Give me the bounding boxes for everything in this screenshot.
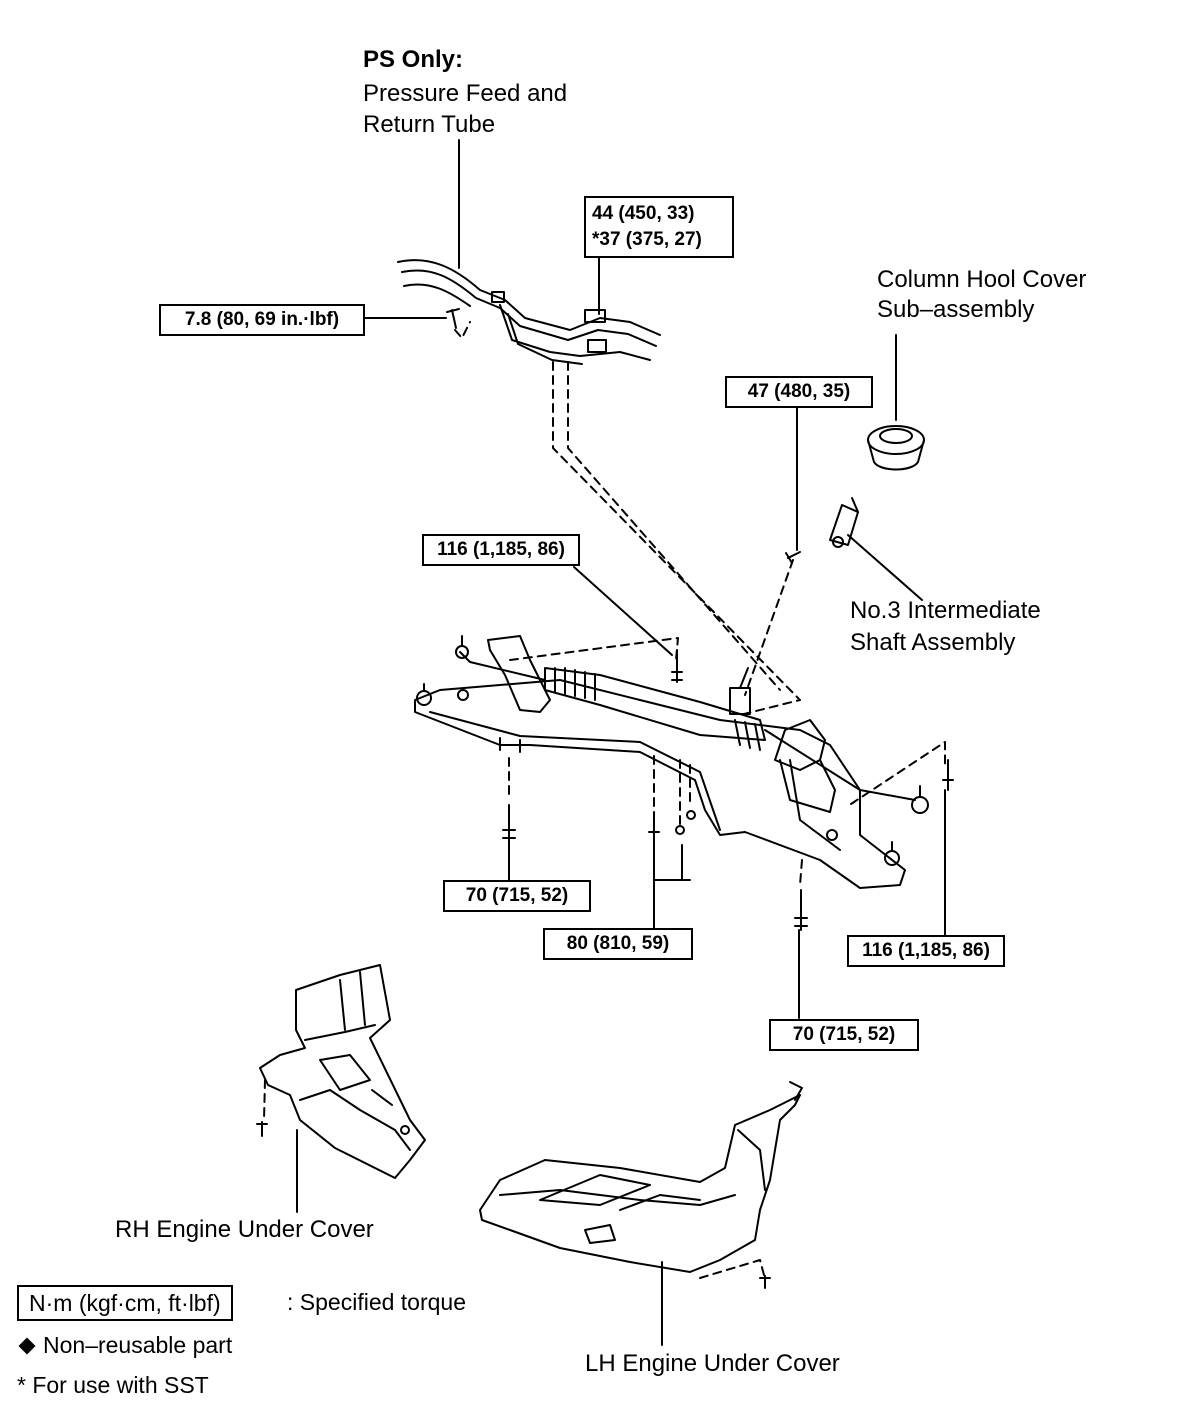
lh-under-cover-label: LH Engine Under Cover (585, 1350, 840, 1377)
torque-box-tie-rod-left: 116 (1,185, 86) (422, 534, 580, 566)
shaft-bolt-icon (785, 551, 801, 564)
crossmember-bolts (502, 649, 954, 931)
legend-unit-box: N·m (kgf·cm, ft·lbf) (17, 1285, 233, 1321)
column-cover-label-line2: Sub–assembly (877, 296, 1035, 323)
column-cover-label-line1: Column Hool Cover (877, 266, 1087, 293)
lh-under-cover-part (479, 1081, 803, 1273)
legend-unit-desc: : Specified torque (287, 1289, 467, 1315)
torque-box-member-front-right: 70 (715, 52) (769, 1019, 919, 1051)
steering-rack-part (459, 651, 916, 801)
alignment-dashes (263, 321, 946, 1279)
union-bolt-icon (446, 308, 460, 329)
torque-box-member-rear: 80 (810, 59) (543, 928, 693, 960)
torque-box-union-bolt: 7.8 (80, 69 in.·lbf) (159, 304, 365, 336)
torque-value-b: *37 (375, 27) (592, 229, 702, 250)
column-cover-part (867, 425, 925, 471)
intermediate-shaft-label-line2: Shaft Assembly (850, 629, 1016, 656)
legend-sst-note: * For use with SST (17, 1372, 209, 1398)
rh-cover-bolt-icon (256, 1121, 268, 1137)
torque-box-pressure-tube: 44 (450, 33) *37 (375, 27) (584, 196, 734, 258)
legend-non-reusable: Non–reusable part (17, 1330, 232, 1360)
pressure-tube-label-line1: Pressure Feed and (363, 80, 568, 107)
torque-box-intermediate-bolt: 47 (480, 35) (725, 376, 873, 408)
intermediate-shaft-label-line1: No.3 Intermediate (850, 597, 1041, 624)
diamond-icon (18, 1337, 36, 1355)
torque-box-tie-rod-right: 116 (1,185, 86) (847, 935, 1005, 967)
pressure-tube-label-line2: Return Tube (363, 111, 496, 138)
legend-non-reusable-text: Non–reusable part (43, 1332, 233, 1358)
intermediate-shaft-part (829, 497, 859, 548)
lh-cover-bolt-icon (759, 1275, 771, 1289)
rh-under-cover-part (259, 964, 426, 1179)
pressure-tube-part (397, 259, 661, 365)
leader-lines (296, 139, 946, 1346)
torque-box-member-front-left: 70 (715, 52) (443, 880, 591, 912)
ps-only-label: PS Only: (363, 46, 464, 73)
crossmember-part (414, 635, 906, 889)
ball-joints (416, 635, 929, 866)
torque-value-a: 44 (450, 33) (592, 203, 695, 224)
rh-under-cover-label: RH Engine Under Cover (115, 1216, 374, 1243)
